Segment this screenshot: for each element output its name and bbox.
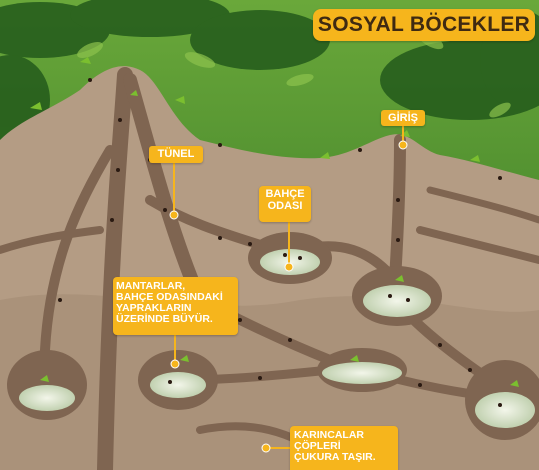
page-title: SOSYAL BÖCEKLER — [313, 9, 535, 41]
label-garden-chamber: BAHÇE ODASI — [259, 186, 311, 222]
label-fungus-note: MANTARLAR, BAHÇE ODASINDAKİ YAPRAKLARIN … — [113, 277, 238, 335]
label-entrance: GİRİŞ — [381, 110, 425, 126]
label-tunnel: TÜNEL — [149, 146, 203, 163]
label-ants-waste-note: KARINCALAR ÇÖPLERİ ÇUKURA TAŞIR. — [290, 426, 398, 470]
